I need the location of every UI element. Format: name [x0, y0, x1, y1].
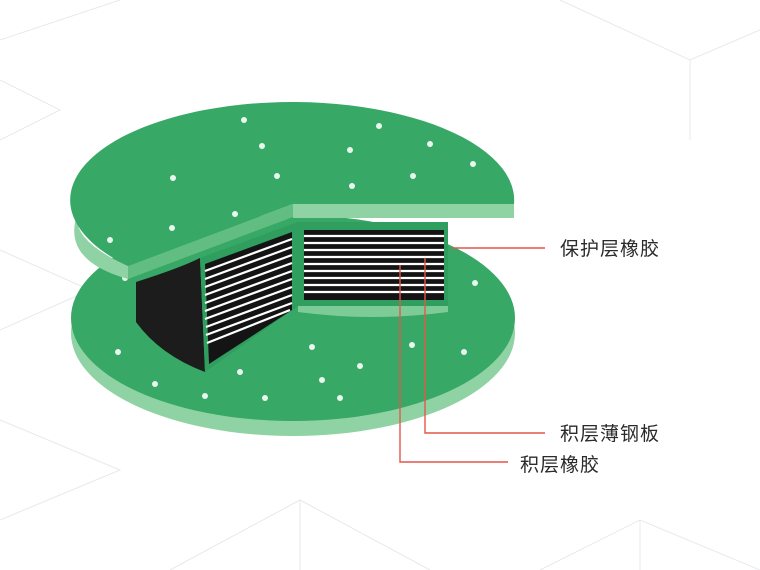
leader-laminated-steel [424, 258, 545, 434]
bottom-plate-bolt-holes [115, 275, 478, 401]
label-laminated-steel: 积层薄钢板 [560, 423, 661, 445]
leader-lines [399, 247, 545, 463]
top-plate-edge [74, 212, 128, 279]
label-protective-rubber: 保护层橡胶 [560, 238, 661, 260]
steel-layers-cut [204, 237, 293, 345]
top-plate [70, 102, 515, 279]
rubber-core [136, 222, 448, 372]
leader-laminated-rubber [399, 265, 508, 463]
core-curved-surface [136, 258, 205, 372]
top-plate-surface [70, 102, 515, 266]
steel-layers-front [304, 234, 444, 294]
top-plate-bolt-holes [107, 117, 476, 243]
label-laminated-rubber: 积层橡胶 [520, 454, 601, 476]
